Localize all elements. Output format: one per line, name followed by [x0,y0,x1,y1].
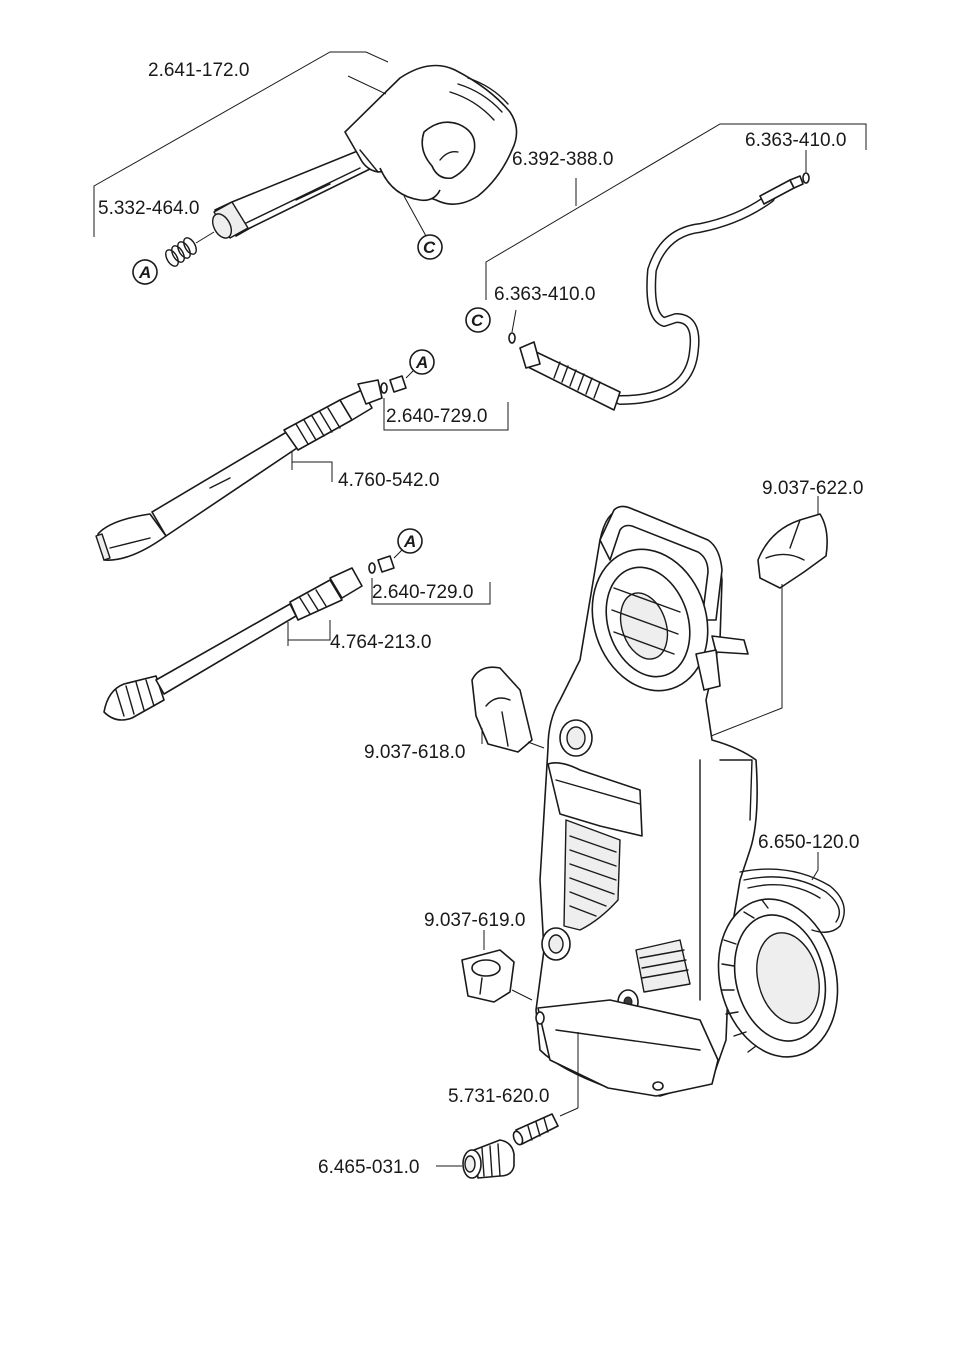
callout-a-spring: A [132,259,158,285]
label-o-ring-hose-gun: 6.363-410.0 [494,284,595,305]
label-hose-reel-hose: 6.650-120.0 [758,832,859,853]
callout-a-vario-label: A [415,353,428,372]
callout-a-blaster-label: A [403,532,416,551]
callout-c-hose: C [465,307,491,333]
trigger-gun-drawing [211,64,518,239]
label-o-ring-hose-end: 6.363-410.0 [745,130,846,151]
label-lance-adapter-2: 2.640-729.0 [372,582,473,603]
callout-a-label: A [138,263,151,282]
callout-c-hose-label: C [471,311,484,330]
callout-c-gun: C [403,195,443,260]
holder-top-drawing [757,513,828,589]
callout-a-vario: A [405,349,435,379]
label-coupling: 6.465-031.0 [318,1157,419,1178]
label-spring: 5.332-464.0 [98,198,199,219]
hose-drawing [508,172,810,411]
label-lance-adapter-1: 2.640-729.0 [386,406,487,427]
callout-a-blaster: A [393,528,423,559]
label-hose: 6.392-388.0 [512,149,613,170]
dirt-blaster-drawing [103,555,395,721]
spring-drawing [165,231,215,267]
label-holder-front: 9.037-619.0 [424,910,525,931]
label-dirt-blaster: 4.764-213.0 [330,632,431,653]
label-holder-top: 9.037-622.0 [762,478,863,499]
callout-c-label: C [423,238,436,257]
label-holder-left: 9.037-618.0 [364,742,465,763]
vario-lance-drawing [95,375,407,561]
label-trigger-gun: 2.641-172.0 [148,60,249,81]
pressure-washer-machine-drawing [535,505,845,1097]
holder-front-drawing [461,949,515,1003]
label-vario-lance: 4.760-542.0 [338,470,439,491]
label-water-inlet: 5.731-620.0 [448,1086,549,1107]
water-inlet-drawing [512,1113,559,1146]
holder-left-drawing [471,666,533,753]
coupling-drawing [462,1139,515,1179]
